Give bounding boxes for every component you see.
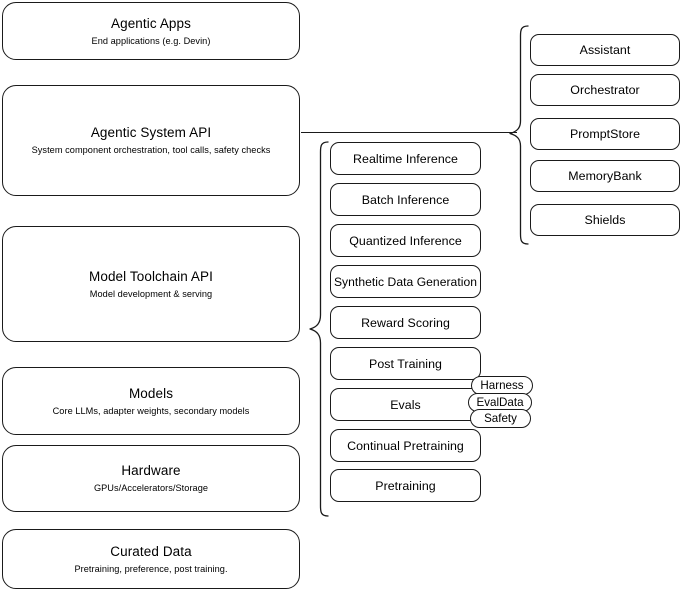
system-box-label: PromptStore <box>569 127 641 141</box>
brace-agentic-system-components <box>508 24 530 246</box>
layer-subtitle: GPUs/Accelerators/Storage <box>93 483 209 493</box>
toolchain-box-realtime-inference[interactable]: Realtime Inference <box>330 142 481 175</box>
toolchain-box-label: Post Training <box>369 356 442 371</box>
evals-subpill-evaldata[interactable]: EvalData <box>468 393 532 412</box>
toolchain-box-label: Evals <box>390 397 421 412</box>
layer-title: Model Toolchain API <box>89 268 213 284</box>
toolchain-box-label: Reward Scoring <box>361 315 450 330</box>
layer-subtitle: Pretraining, preference, post training. <box>74 563 228 574</box>
system-box-label: MemoryBank <box>568 169 642 183</box>
layer-card-hardware[interactable]: Hardware GPUs/Accelerators/Storage <box>2 445 300 512</box>
layer-title: Models <box>128 385 174 401</box>
brace-model-toolchain <box>308 140 330 518</box>
layer-title: Agentic Apps <box>110 15 191 31</box>
system-box-label: Orchestrator <box>570 83 640 97</box>
system-box-memorybank[interactable]: MemoryBank <box>530 160 680 192</box>
toolchain-box-label: Batch Inference <box>361 192 450 207</box>
toolchain-box-batch-inference[interactable]: Batch Inference <box>330 183 481 216</box>
toolchain-box-label: Realtime Inference <box>353 151 458 166</box>
toolchain-box-label: Pretraining <box>375 478 436 493</box>
system-box-assistant[interactable]: Assistant <box>530 34 680 66</box>
toolchain-box-synthetic-data-generation[interactable]: Synthetic Data Generation <box>330 265 481 298</box>
evals-subpill-label: EvalData <box>476 396 524 409</box>
layer-card-agentic-apps[interactable]: Agentic Apps End applications (e.g. Devi… <box>2 2 300 60</box>
layer-title: Hardware <box>121 463 181 478</box>
layer-card-models[interactable]: Models Core LLMs, adapter weights, secon… <box>2 367 300 435</box>
layer-card-agentic-system-api[interactable]: Agentic System API System component orch… <box>2 85 300 196</box>
toolchain-box-continual-pretraining[interactable]: Continual Pretraining <box>330 429 481 462</box>
layer-subtitle: Model development & serving <box>89 288 213 299</box>
toolchain-box-reward-scoring[interactable]: Reward Scoring <box>330 306 481 339</box>
system-box-orchestrator[interactable]: Orchestrator <box>530 74 680 106</box>
evals-subpill-safety[interactable]: Safety <box>470 409 531 428</box>
toolchain-box-label: Quantized Inference <box>349 233 462 248</box>
layer-card-curated-data[interactable]: Curated Data Pretraining, preference, po… <box>2 529 300 589</box>
layer-title: Agentic System API <box>90 125 212 140</box>
toolchain-box-quantized-inference[interactable]: Quantized Inference <box>330 224 481 257</box>
layer-subtitle: System component orchestration, tool cal… <box>31 145 271 155</box>
toolchain-box-pretraining[interactable]: Pretraining <box>330 469 481 502</box>
system-box-promptstore[interactable]: PromptStore <box>530 118 680 150</box>
toolchain-box-label: Continual Pretraining <box>347 438 464 453</box>
system-box-shields[interactable]: Shields <box>530 204 680 236</box>
connector-line-agentic-system-api <box>301 132 517 134</box>
toolchain-box-label: Synthetic Data Generation <box>333 274 478 289</box>
layer-title: Curated Data <box>110 543 192 559</box>
evals-subpill-label: Safety <box>484 412 517 425</box>
evals-subpill-label: Harness <box>480 379 524 392</box>
toolchain-box-post-training[interactable]: Post Training <box>330 347 481 380</box>
layer-subtitle: End applications (e.g. Devin) <box>91 35 211 46</box>
system-box-label: Shields <box>584 213 626 227</box>
system-box-label: Assistant <box>579 43 631 57</box>
toolchain-box-evals[interactable]: Evals <box>330 388 481 421</box>
layer-subtitle: Core LLMs, adapter weights, secondary mo… <box>52 405 250 416</box>
layer-card-model-toolchain-api[interactable]: Model Toolchain API Model development & … <box>2 226 300 342</box>
